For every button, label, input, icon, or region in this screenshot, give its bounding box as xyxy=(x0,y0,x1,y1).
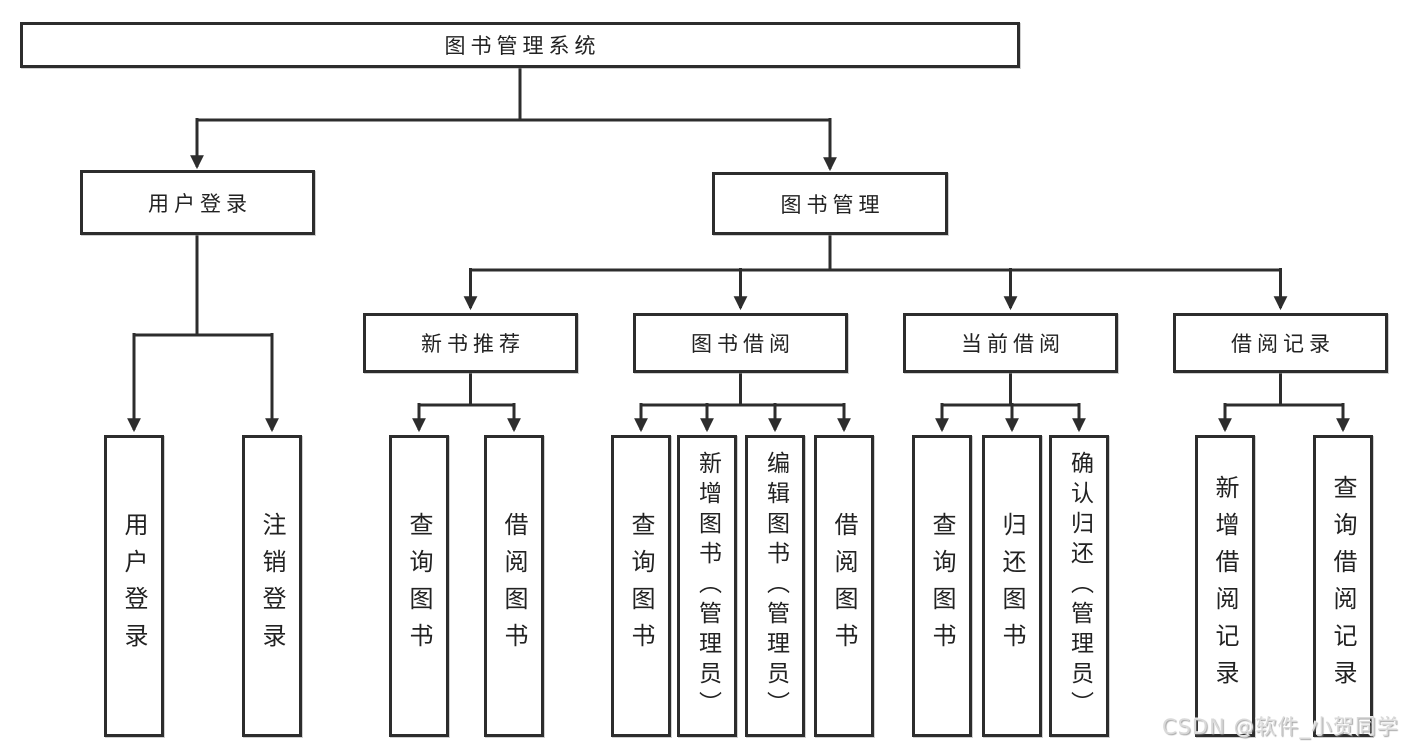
node-user-login: 用户登录 xyxy=(80,170,315,235)
leaf-query-books-current: 查询图书 xyxy=(912,435,972,737)
leaf-borrow-books-recommend: 借阅图书 xyxy=(484,435,544,737)
leaf-query-borrow-record-label: 查询借阅记录 xyxy=(1329,475,1357,697)
leaf-add-borrow-record-label: 新增借阅记录 xyxy=(1211,475,1239,697)
node-current-borrowing-label: 当前借阅 xyxy=(961,332,1065,356)
leaf-add-borrow-record: 新增借阅记录 xyxy=(1195,435,1255,737)
csdn-watermark: CSDN @软件_小贺同学 xyxy=(1161,715,1399,739)
leaf-return-books-label: 归还图书 xyxy=(998,512,1026,660)
node-book-borrowing-label: 图书借阅 xyxy=(691,332,795,356)
leaf-logout: 注销登录 xyxy=(242,435,302,737)
leaf-logout-label: 注销登录 xyxy=(258,512,286,660)
leaf-query-books-borrowing-label: 查询图书 xyxy=(627,512,655,660)
leaf-add-book-admin: 新增图书（管理员） xyxy=(677,435,737,737)
node-library-management-system: 图书管理系统 xyxy=(20,22,1020,68)
node-user-login-label: 用户登录 xyxy=(148,191,252,216)
node-current-borrowing: 当前借阅 xyxy=(903,313,1118,373)
node-book-management-label: 图书管理 xyxy=(780,192,885,217)
leaf-query-books-current-label: 查询图书 xyxy=(928,512,956,660)
leaf-confirm-return-admin-label: 确认归还（管理员） xyxy=(1066,451,1093,721)
leaf-query-borrow-record: 查询借阅记录 xyxy=(1313,435,1373,737)
leaf-query-books-recommend: 查询图书 xyxy=(389,435,449,737)
node-new-book-recommend-label: 新书推荐 xyxy=(421,332,525,356)
leaf-add-book-admin-label: 新增图书（管理员） xyxy=(694,451,721,721)
leaf-user-login: 用户登录 xyxy=(104,435,164,737)
node-borrow-records: 借阅记录 xyxy=(1173,313,1388,373)
leaf-edit-book-admin-label: 编辑图书（管理员） xyxy=(762,451,789,721)
leaf-query-books-borrowing: 查询图书 xyxy=(611,435,671,737)
leaf-confirm-return-admin: 确认归还（管理员） xyxy=(1049,435,1109,737)
leaf-user-login-label: 用户登录 xyxy=(120,512,148,660)
leaf-borrow-books-borrowing: 借阅图书 xyxy=(814,435,874,737)
leaf-return-books: 归还图书 xyxy=(982,435,1042,737)
node-book-borrowing: 图书借阅 xyxy=(633,313,848,373)
node-borrow-records-label: 借阅记录 xyxy=(1231,332,1335,356)
leaf-borrow-books-recommend-label: 借阅图书 xyxy=(500,512,528,660)
node-new-book-recommend: 新书推荐 xyxy=(363,313,578,373)
node-library-management-system-label: 图书管理系统 xyxy=(444,34,601,58)
leaf-edit-book-admin: 编辑图书（管理员） xyxy=(745,435,805,737)
leaf-query-books-recommend-label: 查询图书 xyxy=(405,512,433,660)
leaf-borrow-books-borrowing-label: 借阅图书 xyxy=(830,512,858,660)
node-book-management: 图书管理 xyxy=(712,172,948,235)
